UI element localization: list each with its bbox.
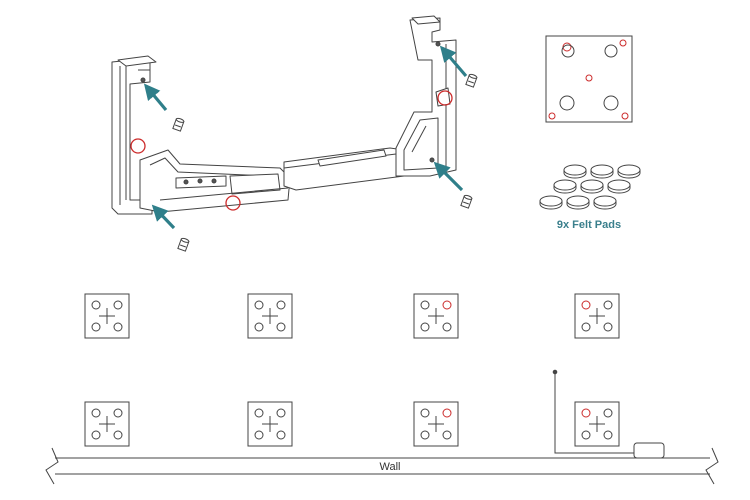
mount-grid xyxy=(84,293,620,447)
power-cable xyxy=(552,369,665,459)
screw-icon xyxy=(465,73,478,88)
arrow-left-top xyxy=(143,83,168,112)
felt-pad-icon xyxy=(617,164,641,179)
plate-hole-bottom-left xyxy=(420,322,430,332)
hole-bottom-right xyxy=(621,112,629,120)
screw-icon xyxy=(460,194,473,209)
wall-break-right xyxy=(705,447,719,485)
mount-plate xyxy=(247,293,293,339)
felt-pad-icon xyxy=(590,164,614,179)
wall-label: Wall xyxy=(380,461,401,473)
plate-hole-bottom-left xyxy=(420,430,430,440)
cable-line xyxy=(554,372,634,454)
plate-hole-bottom-left xyxy=(581,430,591,440)
felt-pad-icon xyxy=(539,195,563,210)
highlight-base-tab xyxy=(225,195,241,211)
hole-top-right xyxy=(619,39,627,47)
felt-pad-icon xyxy=(580,179,604,194)
mount-plate xyxy=(84,401,130,447)
plate-hole-top-left xyxy=(91,300,101,310)
felt-pads xyxy=(539,164,641,210)
wall xyxy=(45,447,719,485)
mount-plate xyxy=(84,293,130,339)
plate-hole-bottom-right xyxy=(113,430,123,440)
hole-template-panel xyxy=(545,35,633,123)
right-bracket-post xyxy=(395,15,457,177)
plate-hole-top-left xyxy=(420,408,430,418)
mount-plate xyxy=(574,293,620,339)
plate-hole-bottom-right xyxy=(442,430,452,440)
plate-hole-top-right xyxy=(442,300,452,310)
bracket-assembly xyxy=(111,15,457,215)
plate-hole-bottom-left xyxy=(581,322,591,332)
plate-hole-top-right xyxy=(113,300,123,310)
plate-hole-bottom-left xyxy=(254,430,264,440)
left-base-tray xyxy=(139,149,291,213)
power-box xyxy=(633,442,665,459)
hole-upper-right-large xyxy=(604,44,618,58)
arrow-left-bottom xyxy=(151,204,176,230)
arrow-right-top xyxy=(439,45,468,78)
plate-hole-top-right xyxy=(113,408,123,418)
plate-hole-top-right xyxy=(603,408,613,418)
highlight-right-post xyxy=(437,90,453,106)
plate-hole-bottom-right xyxy=(276,322,286,332)
plate-hole-top-right xyxy=(276,300,286,310)
plate-hole-bottom-left xyxy=(91,430,101,440)
plate-hole-bottom-right xyxy=(276,430,286,440)
highlight-left-post xyxy=(130,138,146,154)
plate-hole-top-left xyxy=(581,408,591,418)
plate-hole-bottom-right xyxy=(113,322,123,332)
plate-hole-top-right xyxy=(603,300,613,310)
plate-hole-bottom-right xyxy=(603,430,613,440)
felt-pad-icon xyxy=(553,179,577,194)
mount-plate xyxy=(413,401,459,447)
screw-icon xyxy=(172,117,185,132)
plate-hole-top-left xyxy=(91,408,101,418)
felt-pad-icon xyxy=(607,179,631,194)
plate-hole-bottom-right xyxy=(603,322,613,332)
plate-hole-top-right xyxy=(442,408,452,418)
plate-hole-top-left xyxy=(254,408,264,418)
plate-hole-top-right xyxy=(276,408,286,418)
plate-hole-bottom-left xyxy=(91,322,101,332)
plate-hole-top-left xyxy=(254,300,264,310)
mount-plate xyxy=(247,401,293,447)
hole-center xyxy=(585,74,593,82)
hole-upper-left-large xyxy=(561,44,575,58)
wall-break-left xyxy=(45,447,59,485)
hole-lower-left-large xyxy=(559,95,575,111)
plate-hole-top-left xyxy=(581,300,591,310)
felt-pad-icon xyxy=(593,195,617,210)
arrow-right-bottom xyxy=(433,161,464,192)
plate-hole-top-left xyxy=(420,300,430,310)
screw-arrows xyxy=(143,45,468,230)
plate-hole-bottom-right xyxy=(442,322,452,332)
screw-icon xyxy=(177,237,190,252)
felt-pad-icon xyxy=(563,164,587,179)
felt-pads-label: 9x Felt Pads xyxy=(557,219,621,231)
plate-hole-bottom-left xyxy=(254,322,264,332)
mount-plate xyxy=(413,293,459,339)
screws xyxy=(172,73,478,252)
hole-bottom-left xyxy=(548,112,556,120)
mount-plate xyxy=(574,401,620,447)
felt-pad-icon xyxy=(566,195,590,210)
center-rail xyxy=(283,147,405,191)
bracket-highlights xyxy=(130,90,453,211)
hole-lower-right-large xyxy=(603,95,619,111)
